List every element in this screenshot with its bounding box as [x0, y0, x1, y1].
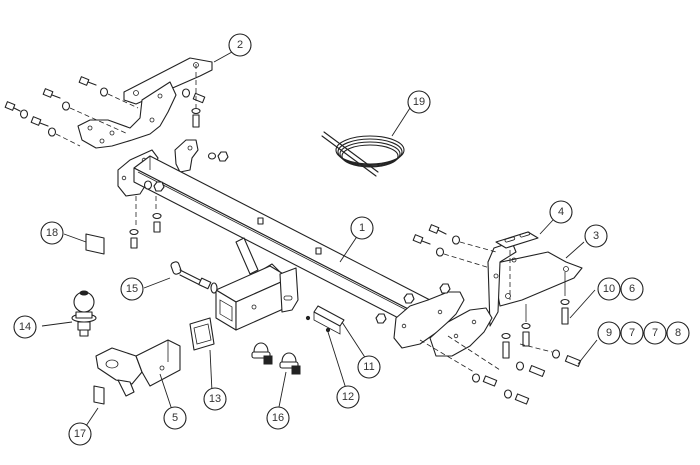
callout-label: 4 — [558, 206, 564, 218]
callout-13: 13 — [203, 387, 227, 411]
bolt-icon — [502, 341, 510, 359]
bolt-icon — [30, 116, 49, 127]
callout-label: 18 — [46, 227, 58, 239]
hitch-cover — [189, 317, 215, 351]
bolt-icon — [192, 114, 200, 128]
bolt-icon — [42, 88, 61, 99]
callout-19: 19 — [407, 90, 431, 114]
bolt-icon — [564, 355, 582, 367]
callout-11: 11 — [357, 355, 381, 379]
main-crossbar — [117, 149, 465, 349]
callout-label: 19 — [413, 96, 425, 108]
callout-label: 11 — [363, 361, 374, 373]
callout-label: 2 — [237, 39, 243, 51]
bolt-icon — [130, 237, 138, 249]
washer-icon — [471, 373, 481, 383]
washer-icon — [152, 212, 162, 220]
callout-15: 15 — [120, 277, 144, 301]
callout-7a: 7 — [620, 321, 644, 345]
ball-mount-tongue — [95, 339, 181, 397]
bolt-icon — [514, 393, 530, 405]
washer-icon — [191, 107, 201, 115]
callout-label: 6 — [629, 283, 635, 295]
callout-label: 17 — [74, 428, 86, 440]
hitch-pin — [170, 261, 218, 294]
callout-label: 3 — [593, 230, 599, 242]
spacer-plate — [495, 231, 539, 249]
bolt-icon — [528, 365, 546, 377]
bolt-icon — [428, 224, 440, 234]
wiring-bracket — [305, 305, 345, 335]
bolt-icon — [561, 307, 569, 325]
bolt-icon — [4, 101, 21, 112]
callout-label: 16 — [272, 412, 284, 424]
callout-17: 17 — [68, 422, 92, 446]
washer-icon — [551, 349, 561, 359]
callout-18: 18 — [40, 221, 64, 245]
nut-icon — [403, 293, 415, 304]
callout-1: 1 — [350, 216, 374, 240]
washer-icon — [503, 389, 513, 399]
callout-label: 9 — [606, 327, 612, 339]
leader-lines — [41, 51, 598, 427]
washer-icon — [451, 235, 461, 245]
bolt-icon — [482, 375, 498, 387]
nut-icon — [375, 313, 387, 324]
washer-icon — [99, 87, 109, 97]
bolt-icon — [192, 92, 206, 104]
washer-icon — [515, 361, 525, 371]
washer-icon — [181, 88, 191, 98]
callout-8: 8 — [666, 321, 690, 345]
nut-icon — [439, 283, 451, 294]
callout-3: 3 — [584, 224, 608, 248]
nut-icon — [153, 181, 165, 192]
washer-icon — [435, 247, 445, 257]
callout-label: 10 — [603, 283, 615, 295]
callout-label: 7 — [629, 327, 635, 339]
callout-5: 5 — [163, 406, 187, 430]
callout-9: 9 — [597, 321, 621, 345]
callout-label: 14 — [19, 321, 31, 333]
right-bracket-bolts — [412, 224, 582, 405]
callout-label: 1 — [359, 222, 365, 234]
washer-icon — [19, 109, 29, 119]
callout-label: 8 — [675, 327, 681, 339]
bolt-icon — [522, 331, 530, 347]
bolt-icon — [412, 234, 424, 244]
left-bracket-bolts — [4, 64, 229, 162]
callout-label: 7 — [652, 327, 658, 339]
label-sticker-17 — [93, 385, 105, 405]
washer-icon — [47, 127, 57, 137]
label-sticker-18 — [85, 233, 105, 255]
washer-icon — [129, 228, 139, 236]
callout-16: 16 — [266, 406, 290, 430]
callout-10: 10 — [597, 277, 621, 301]
callout-label: 13 — [209, 393, 221, 405]
washer-icon — [560, 298, 570, 306]
right-mounting-bracket — [429, 241, 583, 357]
left-mounting-bracket — [77, 57, 213, 173]
washer-icon — [501, 332, 511, 340]
callout-7b: 7 — [643, 321, 667, 345]
callout-14: 14 — [13, 315, 37, 339]
callout-label: 5 — [172, 412, 178, 424]
callout-2: 2 — [228, 33, 252, 57]
callout-12: 12 — [336, 385, 360, 409]
callout-6: 6 — [620, 277, 644, 301]
wiring-loom-coil — [321, 131, 405, 177]
washer-icon — [61, 101, 71, 111]
washer-icon — [521, 322, 531, 330]
safety-chain-shackles — [251, 342, 301, 375]
hitch-receiver — [215, 237, 299, 331]
callout-label: 15 — [126, 283, 138, 295]
tow-ball — [71, 290, 97, 337]
callout-label: 12 — [342, 391, 354, 403]
nut-icon — [217, 151, 229, 162]
washer-icon — [207, 152, 217, 160]
bolt-icon — [78, 76, 97, 86]
bolt-icon — [153, 221, 161, 233]
callout-4: 4 — [549, 200, 573, 224]
